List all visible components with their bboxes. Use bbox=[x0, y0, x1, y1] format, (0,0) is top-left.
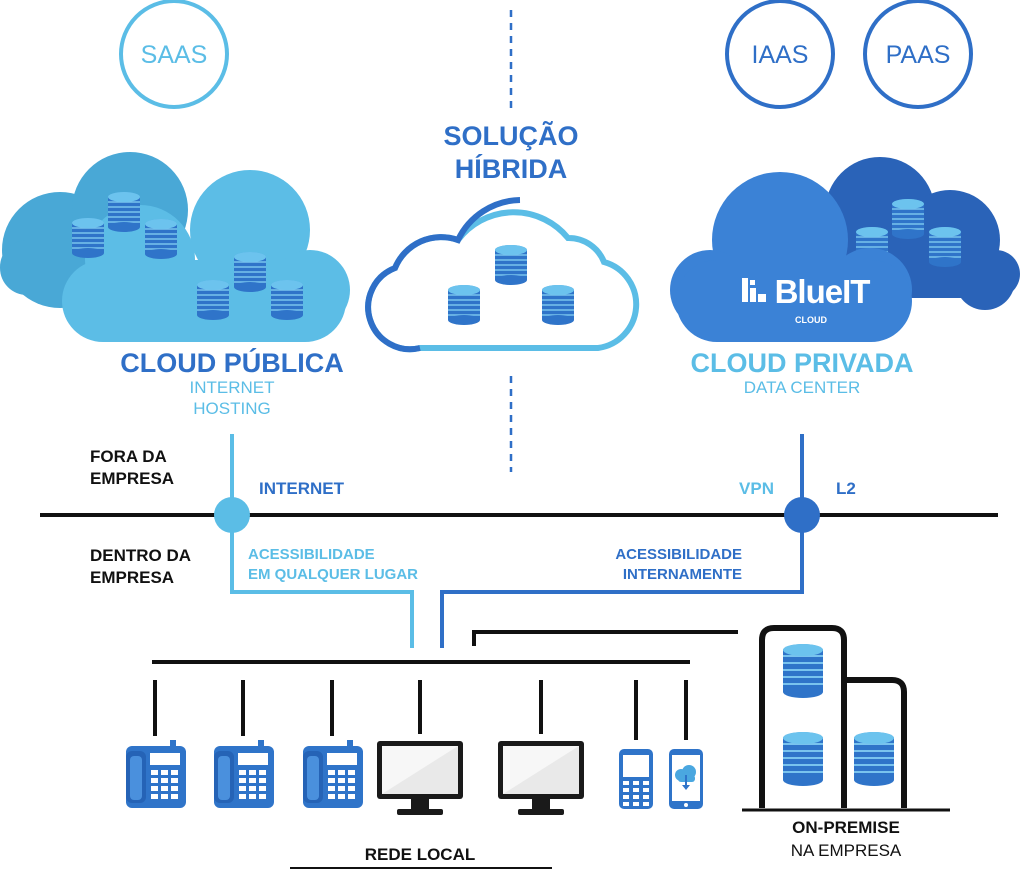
paas-badge: PAAS bbox=[863, 0, 973, 109]
desk-phone-icon bbox=[303, 740, 363, 808]
on-premise-title: ON-PREMISE bbox=[792, 818, 900, 837]
private-cloud-icon: BlueIT CLOUD bbox=[670, 157, 1020, 342]
paas-label: PAAS bbox=[886, 41, 951, 69]
public-cloud-sub1: INTERNET bbox=[190, 378, 275, 397]
anywhere-access-line1: ACESSIBILIDADE bbox=[248, 546, 375, 563]
iaas-label: IAAS bbox=[752, 41, 809, 69]
internal-access-line1: ACESSIBILIDADE bbox=[615, 546, 742, 563]
zone-outside-line1: FORA DA bbox=[90, 447, 167, 466]
saas-label: SAAS bbox=[141, 41, 208, 69]
hybrid-cloud-icon bbox=[365, 197, 640, 353]
public-cloud-icon bbox=[0, 152, 350, 342]
private-cloud-title: CLOUD PRIVADA bbox=[690, 348, 913, 378]
anywhere-access-line2: EM QUALQUER LUGAR bbox=[248, 566, 418, 583]
desktop-monitor-icon bbox=[377, 741, 463, 815]
internal-access-line2: INTERNAMENTE bbox=[623, 566, 742, 583]
desk-phone-icon bbox=[126, 740, 186, 808]
mobile-phone-icon bbox=[619, 749, 653, 809]
public-cloud-title: CLOUD PÚBLICA bbox=[120, 347, 344, 378]
smartphone-cloud-icon bbox=[669, 749, 703, 809]
brand-sub: CLOUD bbox=[795, 315, 827, 325]
private-cloud-link bbox=[440, 434, 820, 648]
saas-badge: SAAS bbox=[119, 0, 229, 109]
private-cloud-sub1: DATA CENTER bbox=[744, 378, 861, 397]
zone-outside-line2: EMPRESA bbox=[90, 469, 174, 488]
vpn-label: VPN bbox=[739, 479, 774, 498]
blueit-logo-icon bbox=[742, 278, 766, 302]
zone-inside-line2: EMPRESA bbox=[90, 568, 174, 587]
internet-label: INTERNET bbox=[259, 479, 345, 498]
desk-phone-icon bbox=[214, 740, 274, 808]
iaas-badge: IAAS bbox=[725, 0, 835, 109]
hybrid-title-line2: HÍBRIDA bbox=[455, 153, 568, 184]
local-network-label: REDE LOCAL bbox=[365, 845, 476, 864]
l2-label: L2 bbox=[836, 479, 856, 498]
public-cloud-sub2: HOSTING bbox=[193, 399, 270, 418]
hybrid-title-line1: SOLUÇÃO bbox=[444, 120, 579, 151]
on-premise-link bbox=[472, 630, 738, 646]
local-network-bus bbox=[152, 660, 690, 740]
on-premise-sub: NA EMPRESA bbox=[791, 841, 902, 860]
brand-name: BlueIT bbox=[775, 273, 871, 310]
on-premise-server-icon bbox=[742, 625, 950, 812]
desktop-monitor-icon bbox=[498, 741, 584, 815]
zone-inside-line1: DENTRO DA bbox=[90, 546, 191, 565]
public-cloud-link bbox=[214, 434, 414, 648]
